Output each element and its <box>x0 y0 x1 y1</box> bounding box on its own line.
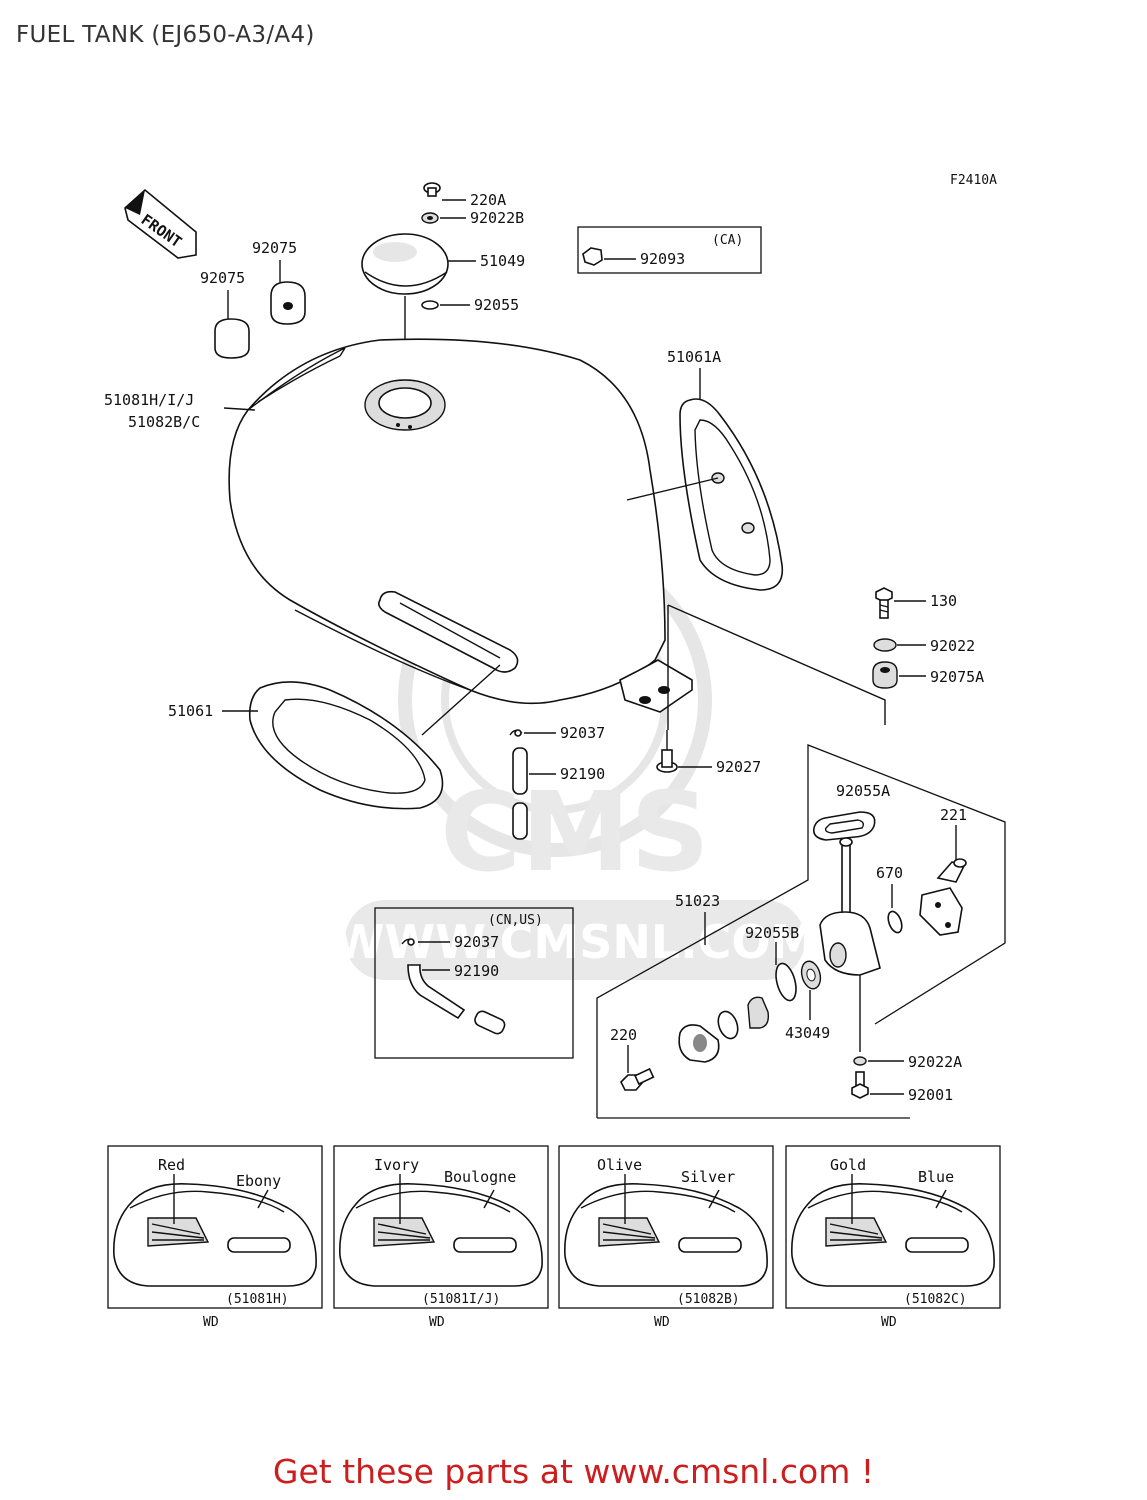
hose-clamp-92037 <box>509 729 523 737</box>
note-label: WD <box>654 1315 670 1330</box>
label-92190-b: 92190 <box>454 962 499 980</box>
fuel-cap-51049 <box>361 233 449 295</box>
label-ca: (CA) <box>712 233 743 248</box>
label-220A: 220A <box>470 191 506 209</box>
color2-label: Blue <box>918 1168 954 1186</box>
label-92190: 92190 <box>560 765 605 783</box>
knee-pad-51061A <box>679 398 784 591</box>
label-51081: 51081H/I/J <box>104 391 194 409</box>
filter-43049 <box>800 960 822 990</box>
label-92075-b: 92075 <box>200 269 245 287</box>
footer-link[interactable]: Get these parts at www.cmsnl.com ! <box>272 1452 875 1491</box>
label-92022B: 92022B <box>470 209 524 227</box>
washer-92022B <box>421 212 439 224</box>
label-92037: 92037 <box>560 724 605 742</box>
label-92037-b: 92037 <box>454 933 499 951</box>
screw-92001 <box>851 1071 869 1099</box>
color-panel: Gold Blue (51082C) WD <box>785 1145 1001 1330</box>
damper-92075-b <box>214 318 250 359</box>
label-220: 220 <box>610 1026 637 1044</box>
label-92027: 92027 <box>716 758 761 776</box>
part-number-label: (51081I/J) <box>422 1292 500 1307</box>
label-92093: 92093 <box>640 250 685 268</box>
label-92055A: 92055A <box>836 782 890 800</box>
part-number-label: (51082C) <box>904 1292 967 1307</box>
label-51082: 51082B/C <box>128 413 200 431</box>
label-92022: 92022 <box>930 637 975 655</box>
fuel-cock-box <box>596 744 1006 1118</box>
label-92055: 92055 <box>474 296 519 314</box>
label-51061: 51061 <box>168 702 213 720</box>
label-221: 221 <box>940 806 967 824</box>
color1-label: Olive <box>597 1156 642 1174</box>
color2-label: Silver <box>681 1168 735 1186</box>
label-51049: 51049 <box>480 252 525 270</box>
label-51023: 51023 <box>675 892 720 910</box>
screw-221 <box>936 858 967 883</box>
color-panel: Ivory Boulogne (51081I/J) WD <box>333 1145 549 1330</box>
color1-label: Gold <box>830 1156 866 1174</box>
note-label: WD <box>429 1315 445 1330</box>
flange <box>678 1024 720 1063</box>
label-cn-us: (CN,US) <box>488 913 543 928</box>
page-title: FUEL TANK (EJ650-A3/A4) <box>16 22 315 48</box>
o-ring-92055B <box>775 962 797 1002</box>
color1-label: Ivory <box>374 1156 419 1174</box>
o-ring-92055 <box>421 300 439 310</box>
label-92022A: 92022A <box>908 1053 962 1071</box>
color1-label: Red <box>158 1156 185 1174</box>
color2-label: Boulogne <box>444 1168 516 1186</box>
label-92001: 92001 <box>908 1086 953 1104</box>
fuel-tank-body <box>228 338 693 713</box>
color-panel: Red Ebony (51081H) WD <box>107 1145 323 1330</box>
damper-92075A <box>872 661 898 689</box>
o-ring <box>717 1010 739 1040</box>
label-670: 670 <box>876 864 903 882</box>
label-92075-a: 92075 <box>252 239 297 257</box>
label-92055B: 92055B <box>745 924 799 942</box>
hose-92190-b <box>407 964 506 1035</box>
part-number-label: (51082B) <box>677 1292 740 1307</box>
color-panel: Olive Silver (51082B) WD <box>558 1145 774 1330</box>
washer-92022 <box>873 638 897 652</box>
strainer <box>747 996 770 1029</box>
ca-box <box>577 226 762 274</box>
bolt-220 <box>620 1067 655 1091</box>
o-ring-670 <box>887 910 903 934</box>
label-92075A: 92075A <box>930 668 984 686</box>
gasket-92055A <box>812 811 876 841</box>
color2-label: Ebony <box>236 1172 281 1190</box>
label-130: 130 <box>930 592 957 610</box>
bolt-130 <box>875 587 893 619</box>
hose-clamp-92037-b <box>401 938 415 946</box>
nut-92093 <box>582 247 603 266</box>
cn-us-box <box>374 907 574 1059</box>
damper-92075-a <box>270 281 306 325</box>
note-label: WD <box>881 1315 897 1330</box>
knee-pad-51061 <box>248 681 444 810</box>
cap-bolt-220A <box>423 182 441 197</box>
label-43049: 43049 <box>785 1024 830 1042</box>
figure-code: F2410A <box>950 173 997 188</box>
hose-92190 <box>512 747 528 840</box>
note-label: WD <box>203 1315 219 1330</box>
fuel-cock-51023 <box>819 837 881 1052</box>
front-arrow-icon: FRONT <box>124 188 197 259</box>
washer-92022A <box>853 1056 867 1066</box>
cover-plate <box>919 887 963 936</box>
watermark-brand: CMS <box>440 768 709 896</box>
collar-92027 <box>656 730 678 773</box>
watermark-url: WWW.CMSNL.COM <box>334 915 817 969</box>
part-number-label: (51081H) <box>226 1292 289 1307</box>
label-51061A: 51061A <box>667 348 721 366</box>
